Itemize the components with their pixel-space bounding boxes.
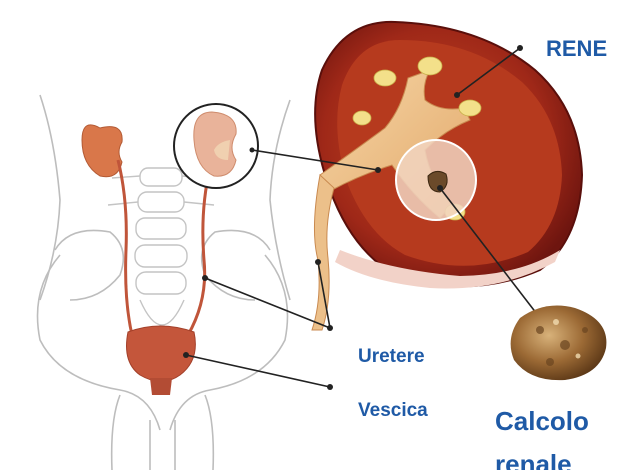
label-kidney-stone-line1: Calcolo: [495, 406, 589, 436]
label-bladder: Vescica: [358, 400, 428, 422]
kidney-stone-photo: [511, 306, 607, 381]
ureter-large: [312, 175, 334, 330]
label-kidney: RENE: [546, 36, 607, 62]
label-ureter: Uretere: [358, 346, 425, 368]
kidney-small-left: [82, 125, 122, 177]
kidney-large: [312, 22, 582, 330]
label-kidney-stone: Calcolo renale: [495, 400, 589, 470]
label-kidney-stone-line2: renale: [495, 449, 572, 470]
ureter-right: [188, 168, 210, 335]
ureter-left: [118, 160, 132, 335]
